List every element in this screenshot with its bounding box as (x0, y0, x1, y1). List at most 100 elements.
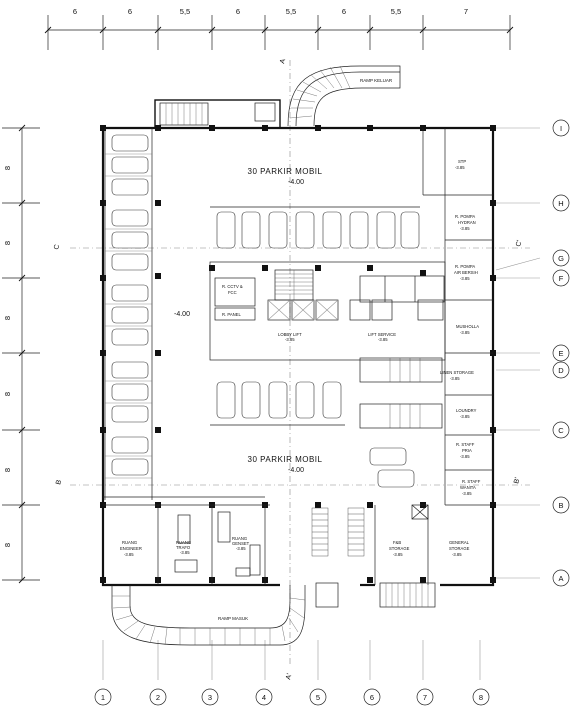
linen-room-elevation: -3.85 (450, 376, 460, 381)
parking-bottom-row: 30 PARKIR MOBIL -4.00 (210, 381, 415, 488)
grid-column-6: 6 (370, 693, 374, 702)
grid-row-g: G (558, 254, 564, 263)
linen-room-name: LINEN STORAGE (440, 370, 474, 375)
general-room-elevation: -3.85 (452, 552, 462, 557)
section-b-right-label: B' (513, 477, 521, 485)
staff-wanita-room-name-2: WANITA (460, 485, 476, 490)
top-dimension-chain: 6 6 5,5 6 5,5 6 5,5 7 (44, 7, 514, 50)
section-a-top-label: A (279, 58, 287, 65)
stp-room-elevation: -3.85 (455, 165, 465, 170)
staff-pria-room-name-2: PRIA (462, 448, 472, 453)
staff-pria-room-elevation: -3.85 (460, 454, 470, 459)
dimension-label-8: 7 (464, 7, 468, 16)
musholla-room-elevation: -3.85 (460, 330, 470, 335)
grid-row-a: A (558, 574, 563, 583)
top-stair-block (154, 99, 281, 129)
dimension-label-7: 5,5 (391, 7, 401, 16)
cctv-room-name-2: FCC (228, 290, 237, 295)
left-dimension-chain: 8 8 8 8 8 8 (2, 124, 40, 584)
staff-wanita-room-name-1: R. STAFF (462, 479, 481, 484)
toilet-block (359, 357, 443, 429)
ramp-exit-label: RAMP KELUAR (360, 78, 393, 83)
dimension-label-v1: 8 (3, 166, 12, 170)
dimension-label-5: 5,5 (286, 7, 296, 16)
air-bersih-room-name-2: AIR BERSIH (454, 270, 478, 275)
column-grid-bubbles: 1 2 3 4 5 6 7 8 (94, 688, 490, 706)
grid-row-i: I (560, 124, 562, 133)
engineer-room-name-2: ENGINEER (120, 546, 142, 551)
staff-wanita-room-elevation: -3.85 (462, 491, 472, 496)
genset-room-name-2: GENSET (232, 541, 250, 546)
loundry-room-elevation: -3.85 (460, 414, 470, 419)
grid-column-1: 1 (101, 693, 105, 702)
fb-room-name-2: STORAGE (389, 546, 410, 551)
section-c-right-label: C' (515, 240, 523, 248)
dimension-label-v4: 8 (3, 392, 12, 396)
parking-bottom-label: 30 PARKIR MOBIL (248, 455, 323, 464)
dimension-label-2: 6 (128, 7, 132, 16)
parking-top-elevation: -4.00 (288, 179, 304, 186)
trafo-room-name-2: TRAFO (176, 545, 191, 550)
general-room-name-1: GENERAL (449, 540, 470, 545)
grid-column-3: 3 (208, 693, 212, 702)
genset-room-elevation: -3.85 (236, 546, 246, 551)
grid-row-h: H (558, 199, 563, 208)
grid-column-2: 2 (156, 693, 160, 702)
parking-left-stalls (104, 128, 153, 500)
fb-room-elevation: -3.85 (393, 552, 403, 557)
grid-line-extensions (102, 127, 541, 680)
bottom-utility-rooms: RUANG ENGINEER -3.85 RUANG TRAFO -3.85 R… (103, 496, 470, 585)
engineer-room-name-1: RUANG (122, 540, 137, 545)
parking-top-label: 30 PARKIR MOBIL (248, 167, 323, 176)
grid-column-4: 4 (262, 693, 266, 702)
engineer-room-elevation: -3.85 (124, 552, 134, 557)
grid-row-e: E (558, 349, 563, 358)
dimension-label-v2: 8 (3, 241, 12, 245)
dimension-label-v3: 8 (3, 316, 12, 320)
dimension-label-3: 5,5 (180, 7, 190, 16)
lobby-lift-label: LOBBY LIFT (278, 332, 302, 337)
genset-room-name-1: RUANG (232, 536, 247, 541)
dimension-label-v5: 8 (3, 468, 12, 472)
grid-row-f: F (559, 274, 564, 283)
dimension-label-6: 6 (342, 7, 346, 16)
grid-column-8: 8 (479, 693, 483, 702)
dimension-label-4: 6 (236, 7, 240, 16)
panel-room-name: R. PANEL (222, 312, 241, 317)
general-room-name-2: STORAGE (449, 546, 470, 551)
grid-row-c: C (558, 426, 564, 435)
trafo-room-name-1: RUANG (176, 540, 191, 545)
building-outline (101, 126, 495, 587)
ramp-entry-label: RAMP MASUK (218, 616, 248, 621)
ramp-entry: RAMP MASUK (111, 585, 306, 646)
lobby-lift-elevation: -3.85 (285, 337, 295, 342)
lift-service-elevation: -3.85 (378, 337, 388, 342)
hydran-room-elevation: -3.85 (460, 226, 470, 231)
hydran-room-name-2: HYDRAN (458, 220, 476, 225)
grid-row-d: D (558, 366, 564, 375)
lift-service-label: LIFT SERVICE (368, 332, 396, 337)
dimension-label-1: 6 (73, 7, 77, 16)
staff-pria-room-name-1: R. STAFF (456, 442, 475, 447)
mid-elevation-label: -4.00 (174, 311, 190, 318)
trafo-room-elevation: -3.85 (180, 550, 190, 555)
core-service-block: R. CCTV & FCC R. PANEL LOBBY LIFT -3.85 … (209, 261, 446, 361)
row-grid-bubbles: I H G F E D C B A (552, 119, 570, 587)
parking-top-row: 30 PARKIR MOBIL -4.00 (210, 167, 420, 249)
musholla-room-name: MUSHOLLA (456, 324, 479, 329)
loundry-room-name: LOUNDRY (456, 408, 477, 413)
bottom-stairs (315, 582, 436, 608)
right-service-rooms: STP -3.85 R. POMPA HYDRAN -3.85 R. POMPA… (422, 128, 493, 506)
stp-room-name: STP (458, 159, 466, 164)
cctv-room-name-1: R. CCTV & (222, 284, 243, 289)
section-a-bottom-label: A' (285, 673, 293, 681)
structural-columns (100, 125, 496, 583)
section-c-left-label: C (53, 244, 61, 251)
dimension-label-v6: 8 (3, 543, 12, 547)
grid-row-b: B (558, 501, 563, 510)
grid-column-7: 7 (423, 693, 427, 702)
parking-bottom-elevation: -4.00 (288, 467, 304, 474)
grid-column-5: 5 (316, 693, 320, 702)
section-b-left-label: B (55, 479, 63, 486)
